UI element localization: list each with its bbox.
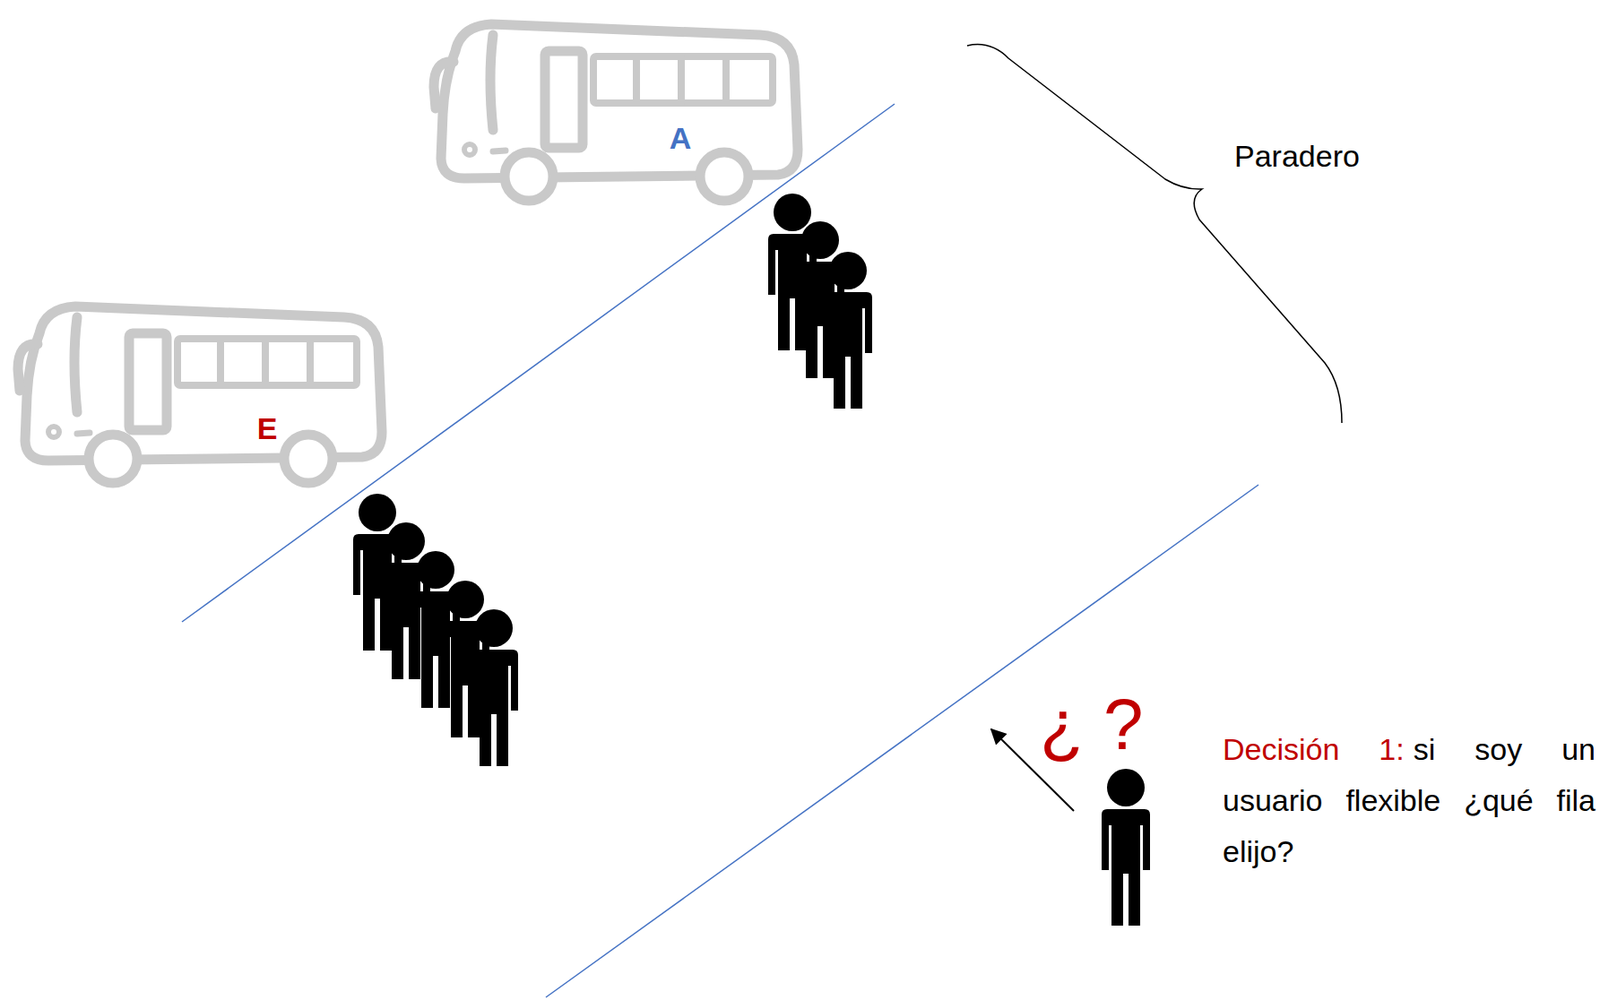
queue-a: [768, 193, 873, 409]
person-icon: [823, 251, 873, 409]
window-divider: [677, 56, 685, 104]
window-divider: [216, 338, 225, 386]
flexible-user-icon: [1101, 769, 1151, 926]
bus-body: [441, 24, 798, 179]
route-letter: A: [669, 121, 692, 156]
bus-wheel: [88, 434, 138, 484]
bus-shape: [12, 297, 386, 492]
window-divider: [306, 338, 314, 386]
route-letter: E: [257, 411, 278, 447]
queue-e: [353, 493, 519, 767]
window-divider: [261, 338, 269, 386]
bus-outline: [17, 306, 382, 484]
stop-label: Paradero: [1234, 139, 1360, 173]
bus-mirror: [433, 61, 454, 109]
window-divider: [722, 56, 730, 104]
bus-windows: [177, 338, 357, 386]
bus-outline: [433, 24, 798, 201]
bus-grille: [77, 432, 90, 434]
window-divider: [632, 56, 640, 104]
bus-windows: [593, 56, 773, 104]
decision-heading: Decisión 1:: [1222, 732, 1405, 767]
bus-windshield: [490, 34, 493, 130]
bus-node: E: [12, 297, 386, 492]
question-marks: ¿ ?: [1039, 685, 1144, 765]
bus-windshield: [74, 317, 78, 413]
decision-note: Decisión 1:si soy un usuario flexible ¿q…: [1222, 724, 1596, 878]
bus-headlight: [48, 426, 60, 438]
bus-wheel: [284, 434, 333, 484]
bus-grille: [492, 150, 506, 152]
bus-node: A: [428, 15, 802, 209]
bus-shape: [428, 15, 802, 209]
bus-wheel: [700, 152, 749, 201]
bus-mirror: [17, 344, 38, 391]
platform-edge-line: [545, 484, 1259, 998]
person-icon: [469, 609, 519, 767]
bus-headlight: [464, 144, 476, 156]
bus-door: [129, 333, 167, 431]
bus-door: [544, 51, 583, 148]
bus-wheel: [504, 152, 554, 201]
bus-body: [25, 306, 382, 461]
curly-brace: [967, 44, 1342, 424]
